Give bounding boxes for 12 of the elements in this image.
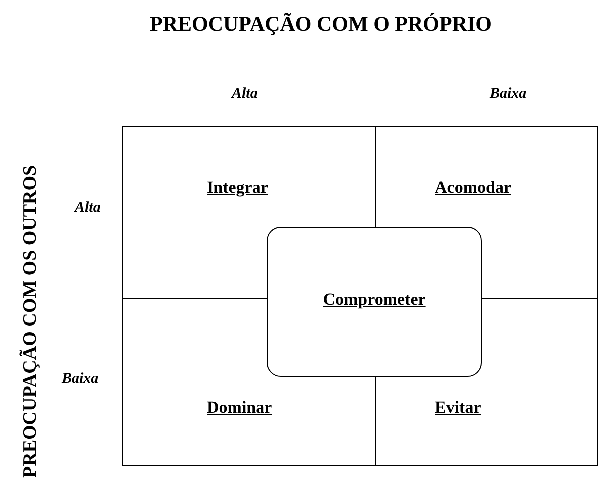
- node-label: Evitar: [435, 398, 482, 418]
- chart-title: PREOCUPAÇÃO COM O PRÓPRIO: [150, 12, 492, 37]
- axis-label: Baixa: [62, 371, 99, 388]
- node-label: Comprometer: [322, 290, 427, 310]
- rounded-box: [267, 227, 482, 377]
- axis-label: Alta: [232, 86, 258, 103]
- axis-label: Alta: [75, 200, 101, 217]
- axis-label: Baixa: [490, 86, 527, 103]
- node-label: Acomodar: [435, 178, 512, 198]
- axis-title: PREOCUPAÇÃO COM OS OUTROS: [20, 165, 42, 478]
- node-label: Dominar: [207, 398, 272, 418]
- node-label: Integrar: [207, 178, 268, 198]
